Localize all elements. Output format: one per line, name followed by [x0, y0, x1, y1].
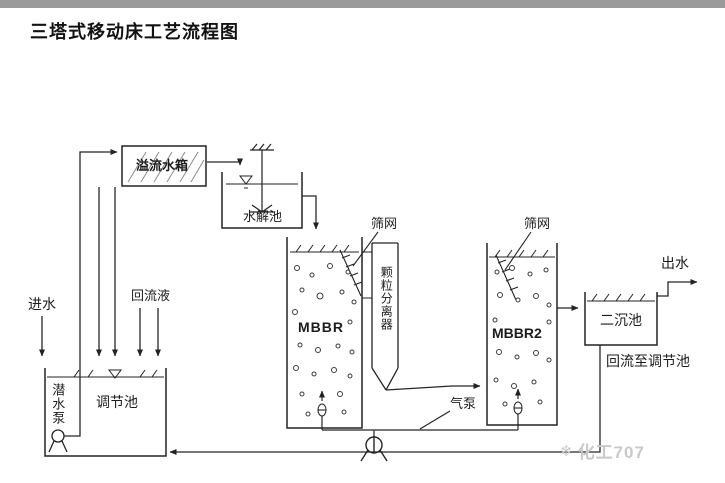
mbbr2-bubbles [492, 265, 552, 407]
mbbr1-label: MBBR [298, 319, 344, 335]
flow-pipes [39, 149, 698, 455]
clarifier-tank-shape [584, 292, 658, 346]
hydrolysis-tank-label: 水解池 [243, 209, 283, 224]
mbbr1-tank-shape [286, 237, 363, 429]
influent-label: 进水 [28, 296, 56, 312]
mbbr2-label: MBBR2 [492, 325, 542, 341]
particle-separator-shape [362, 242, 399, 391]
watermark: ❄ 化工707 [560, 438, 645, 463]
overflow-tank-label: 溢流水箱 [136, 158, 189, 173]
air-piping [319, 388, 521, 437]
return-line-label: 回流至调节池 [606, 353, 690, 369]
diffuser-icons [317, 401, 523, 417]
screen1-label: 筛网 [371, 216, 398, 231]
secondary-clarifier-label: 二沉池 [600, 312, 642, 328]
regulating-tank-shape [44, 368, 167, 457]
air-pump-label: 气泵 [450, 396, 477, 411]
screen1-icon [339, 231, 379, 297]
screen2-icon [495, 231, 532, 301]
regulating-tank-label: 调节池 [96, 394, 138, 410]
air-pump-symbol [360, 436, 388, 462]
mbbr2-tank-shape [486, 243, 558, 426]
screen2-label: 筛网 [524, 216, 551, 231]
watermark-text: 化工707 [577, 443, 645, 462]
mbbr1-bubbles [292, 263, 357, 417]
effluent-label: 出水 [661, 255, 689, 271]
particle-separator-label: 颗粒分离器 [379, 266, 394, 331]
reflux-liquid-label: 回流液 [131, 288, 171, 303]
submersible-pump-label: 潜水泵 [50, 383, 66, 425]
submersible-pump-icon [48, 429, 68, 453]
snowflake-icon: ❄ [560, 442, 574, 460]
top-gray-bar [0, 0, 725, 8]
overflow-tank-shape [121, 145, 207, 187]
page-title: 三塔式移动床工艺流程图 [30, 22, 239, 42]
stirrer-icon [250, 143, 274, 213]
